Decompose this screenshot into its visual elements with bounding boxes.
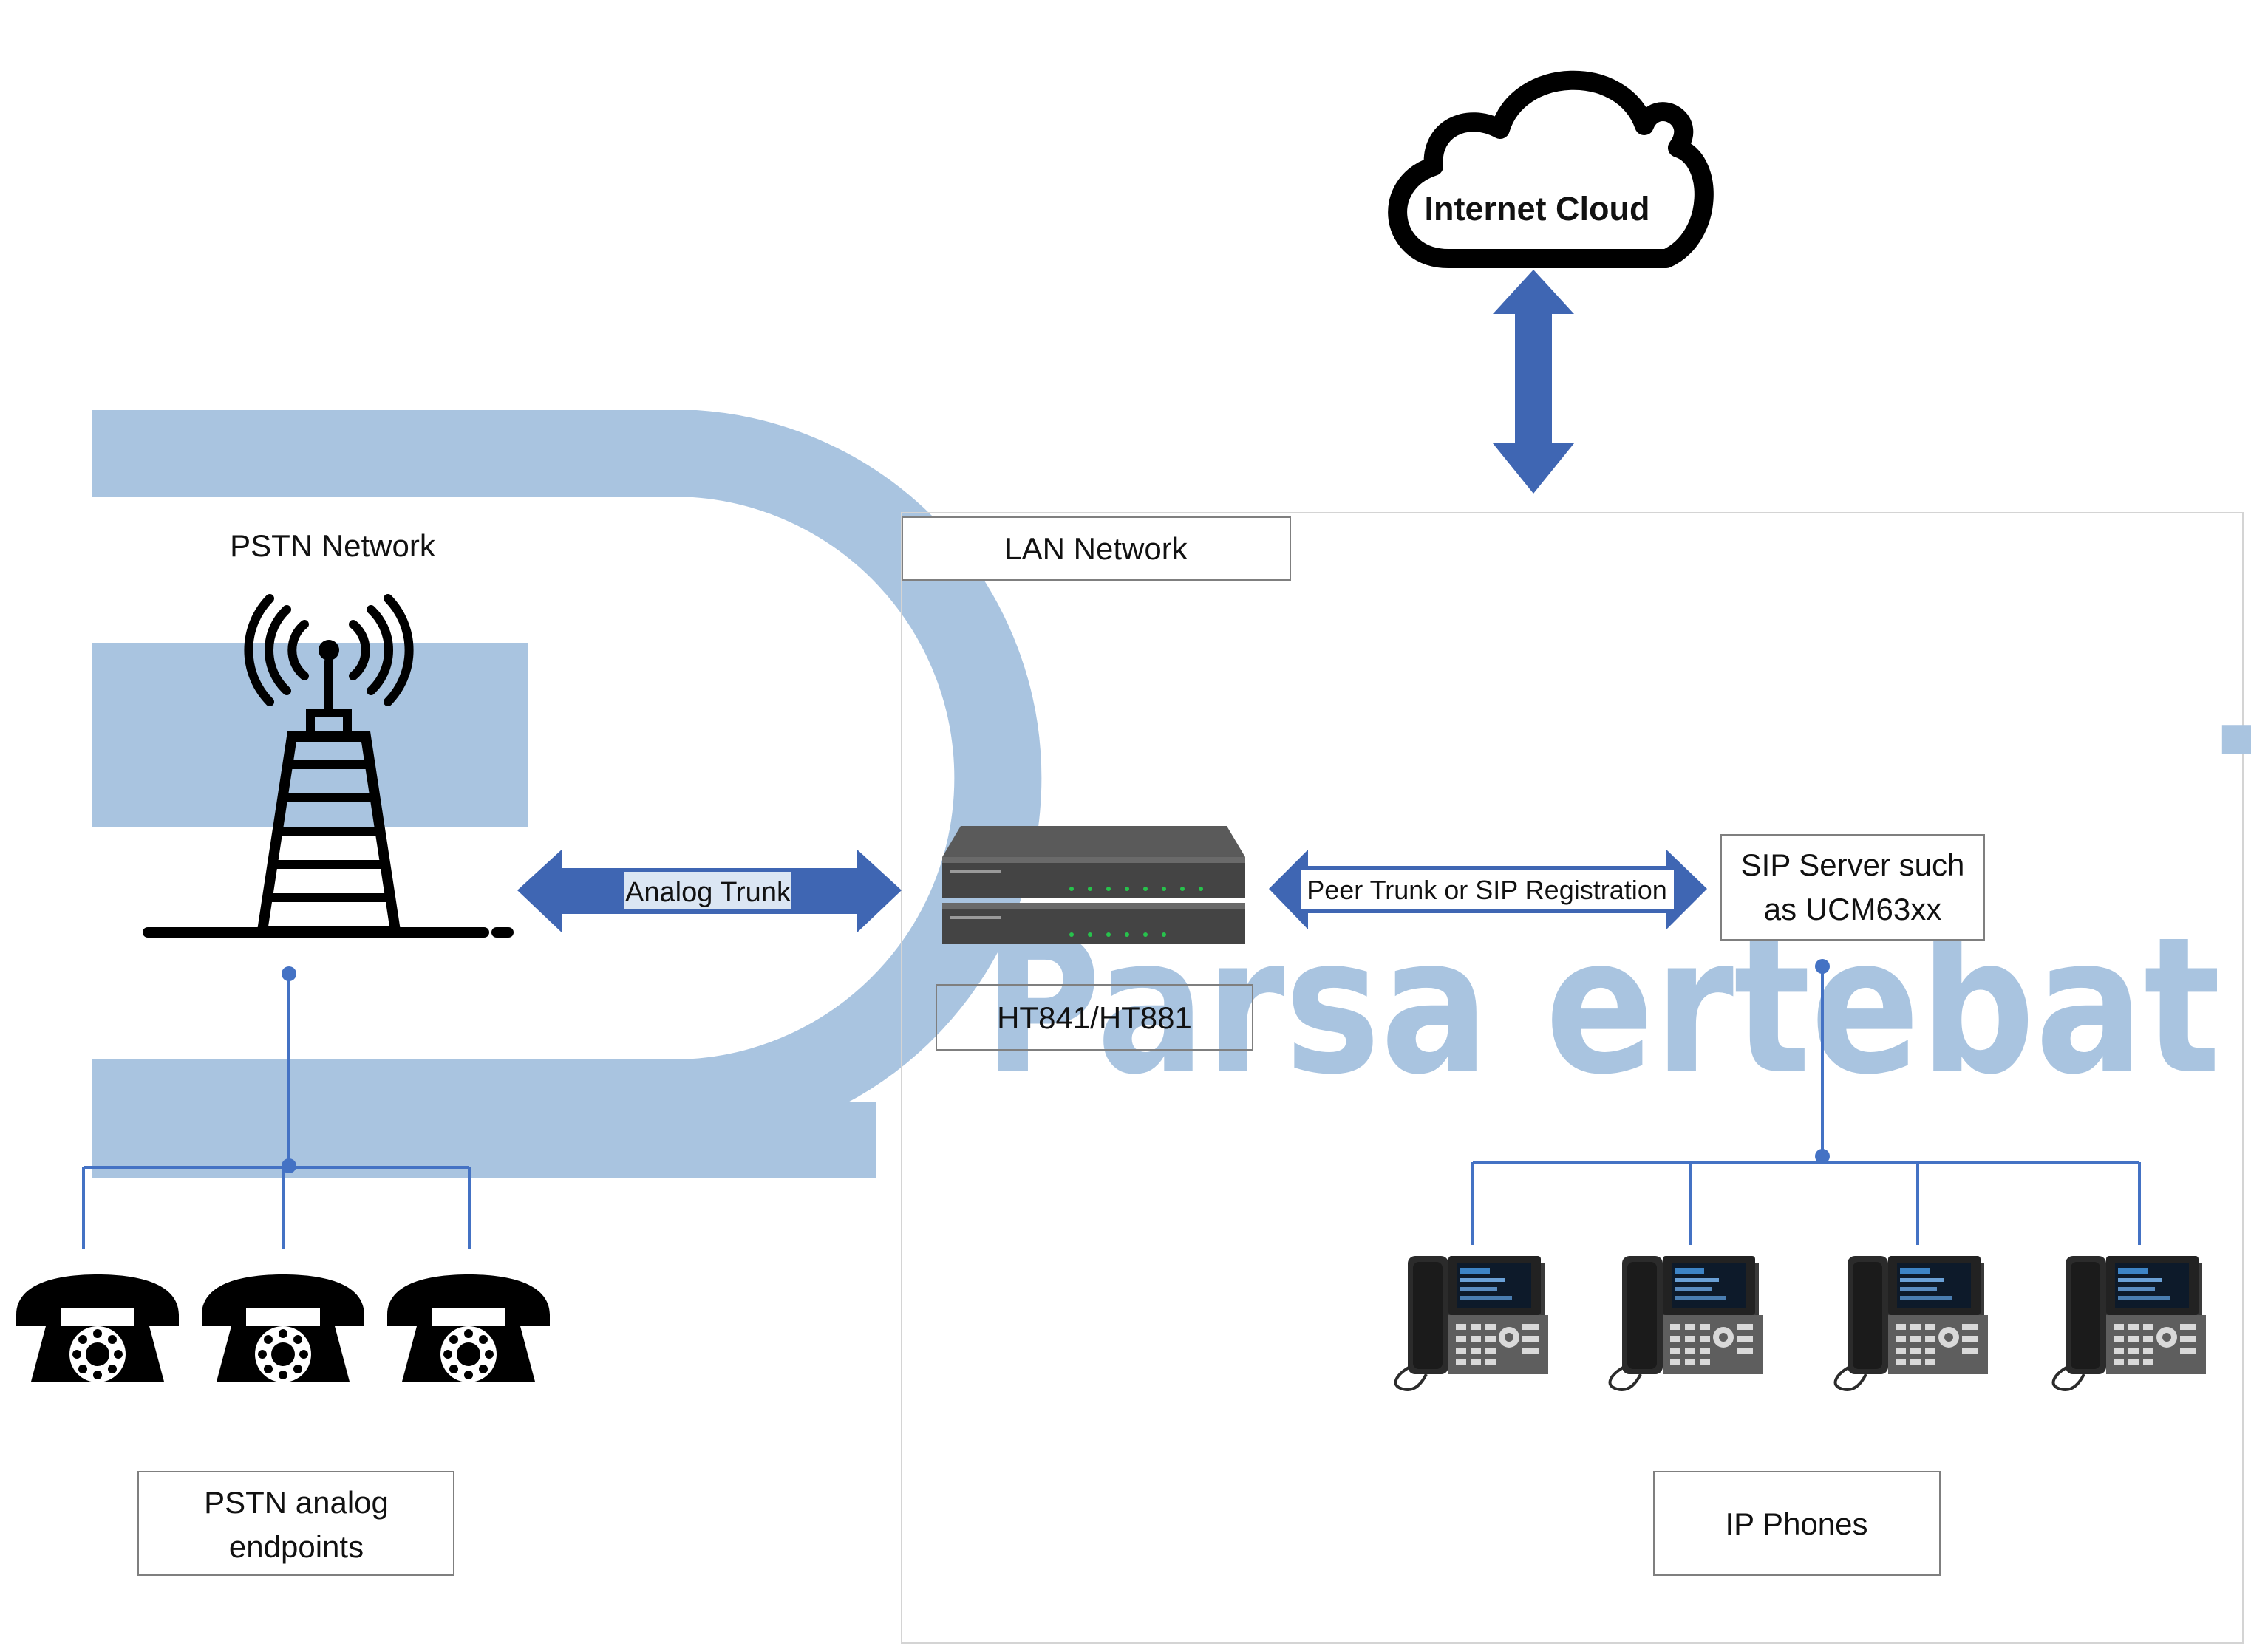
- rotary-telephone-icon: [202, 1274, 364, 1382]
- sip-server-label-line1: SIP Server such: [1741, 847, 1965, 882]
- sip-connector-node-top: [1815, 959, 1830, 974]
- pstn-connector-node-junction: [282, 1158, 296, 1173]
- internet-cloud-label: Internet Cloud: [1425, 190, 1650, 228]
- watermark-logo-base: [92, 1102, 876, 1178]
- lan-network-container: [901, 512, 2244, 1644]
- ip-phone-connectors: [1471, 966, 2141, 1245]
- ip-phone-icon: [2051, 1255, 2207, 1391]
- sip-server-label-line2: as UCM63xx: [1764, 892, 1941, 926]
- analog-trunk-label: Analog Trunk: [625, 877, 791, 908]
- pstn-endpoints-box: [137, 1471, 454, 1576]
- ip-phone-icon: [1833, 1255, 1989, 1391]
- lan-network-box: [902, 516, 1291, 581]
- pstn-network-label: PSTN Network: [230, 528, 436, 563]
- pstn-connector-node-top: [282, 966, 296, 981]
- pstn-endpoint-connectors: [82, 974, 471, 1249]
- cloud-icon: [1388, 70, 1714, 268]
- pstn-endpoints-label-line1: PSTN analog: [204, 1485, 389, 1520]
- pstn-endpoints-label-line2: endpoints: [229, 1529, 364, 1564]
- sip-server-box: [1720, 834, 1985, 941]
- ip-phone-icon: [1608, 1255, 1764, 1391]
- ip-phones-box: [1653, 1471, 1941, 1576]
- rotary-telephone-icon: [16, 1274, 179, 1382]
- device-box: [936, 984, 1253, 1051]
- device-label: HT841/HT881: [997, 1000, 1192, 1035]
- cloud-lan-arrow: [1493, 270, 1574, 494]
- watermark-logo: [92, 410, 1042, 1146]
- cell-tower-icon: [143, 594, 514, 938]
- lan-network-label: LAN Network: [1004, 531, 1188, 566]
- gateway-device-icon: [942, 826, 1245, 944]
- watermark-persian-text: پارسا ارتباط: [2206, 542, 2251, 811]
- analog-trunk-label-bg: [624, 872, 791, 909]
- rotary-telephone-icon: [387, 1274, 550, 1382]
- peer-trunk-label-bg: [1301, 870, 1674, 909]
- sip-connector-node-junction: [1815, 1149, 1830, 1164]
- peer-trunk-label: Peer Trunk or SIP Registration: [1307, 875, 1667, 905]
- ip-phones-label: IP Phones: [1725, 1506, 1867, 1541]
- ip-phone-icon: [1394, 1255, 1550, 1391]
